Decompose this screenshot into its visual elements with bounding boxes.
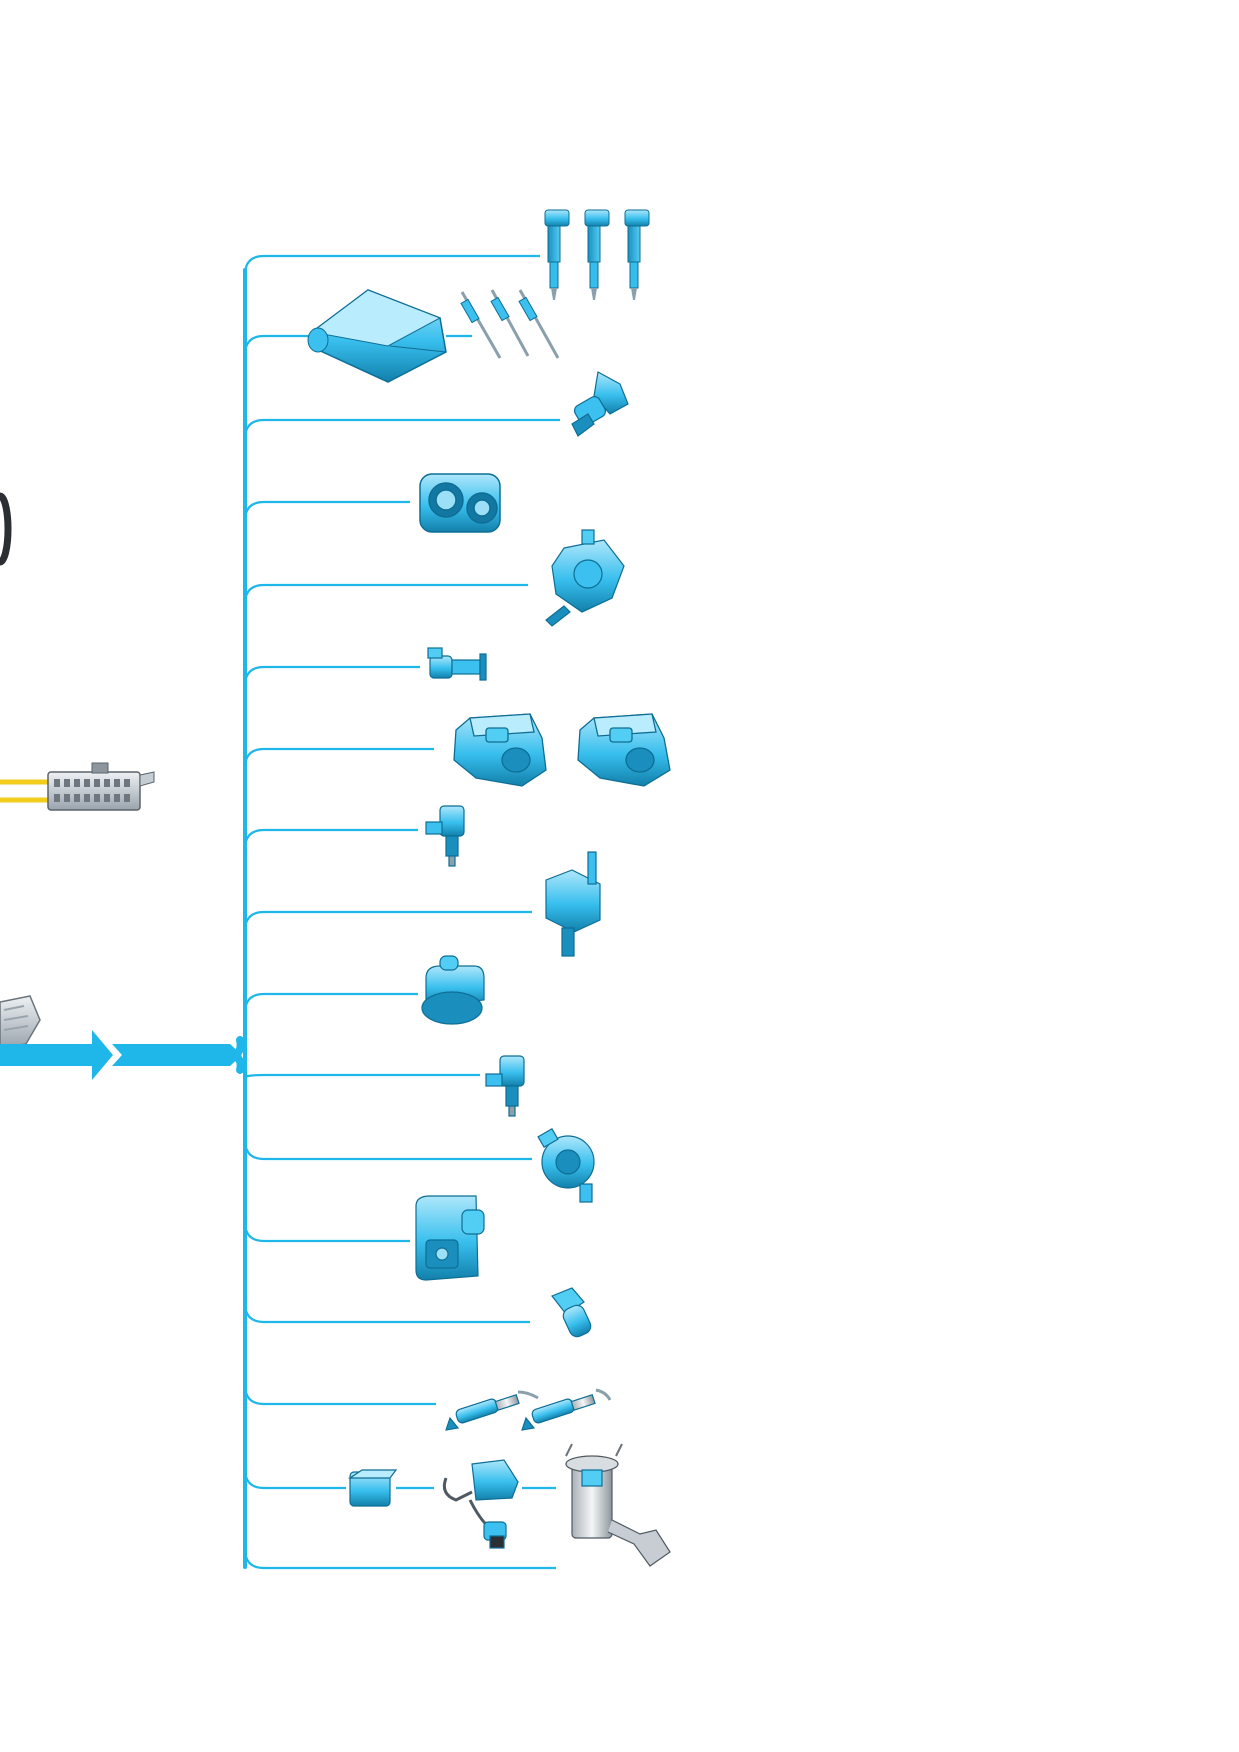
branch-pressure-sensor: [243, 828, 418, 850]
branch-lambda-probes: [243, 1384, 436, 1406]
wiring-trunk: [228, 268, 247, 1569]
camshaft-sensor-icon: [427, 647, 487, 681]
branch-camshaft-sensor: [243, 665, 420, 687]
branch-ecu: [243, 334, 310, 356]
lambda-probe-icon-2: [521, 1388, 612, 1431]
branch-actuator: [243, 992, 418, 1014]
solenoid-valve-icon: [545, 851, 601, 957]
partial-control-unit-icon: [0, 995, 41, 1049]
injector-icon-3: [624, 209, 650, 300]
branch-water-pump: [243, 1139, 532, 1161]
branch-intake-flap: [243, 1221, 410, 1243]
intake-flap-icon: [415, 1195, 485, 1281]
branch-lines: [243, 254, 560, 1570]
branch-temperature-sensor: [243, 1302, 530, 1324]
high-pressure-pump-icon: [545, 529, 625, 627]
fuel-injectors: [544, 209, 650, 300]
branch-high-pressure-pump: [243, 583, 528, 605]
pressure-sensor-icon: [425, 805, 465, 867]
glow-plug-icon-1: [460, 291, 502, 359]
control-module-icon: [442, 1459, 519, 1549]
boost-pressure-sensor-icon: [485, 1055, 525, 1117]
injector-icon-1: [544, 209, 570, 300]
branch-boost-pressure-sensor: [243, 1073, 480, 1079]
branch-crankshaft-sensor: [243, 418, 560, 440]
branch-egr-valves: [243, 747, 434, 769]
throttle-body-icon: [419, 473, 501, 533]
crankshaft-sensor-icon: [571, 371, 629, 437]
egr-valve-icon-1: [453, 713, 547, 787]
injector-icon-2: [584, 209, 610, 300]
actuator-icon: [421, 955, 485, 1025]
branch-solenoid-valve: [243, 910, 532, 932]
relay-icon: [348, 1469, 398, 1507]
temperature-sensor-icon: [551, 1287, 592, 1338]
branch-throttle-body: [243, 500, 410, 522]
ecu-icon: [307, 289, 447, 383]
egr-valve-icon-2: [577, 713, 671, 787]
glow-plugs: [460, 289, 560, 359]
glow-plug-icon-3: [518, 289, 560, 359]
egr-valves: [453, 713, 671, 787]
glow-plug-icon-2: [490, 289, 530, 357]
partial-gauge-icon: [0, 492, 12, 566]
branch-fuel-injectors: [243, 254, 540, 276]
water-pump-icon: [537, 1127, 595, 1203]
branch-relay-module: [243, 1468, 346, 1490]
branch-end-line: [243, 1548, 556, 1570]
lambda-probe-icon-1: [445, 1390, 539, 1431]
diagnostic-connector-icon: [47, 762, 155, 811]
input-arrow-2: [112, 1044, 242, 1066]
fuel-pump-module-icon: [565, 1443, 671, 1567]
input-arrow-1: [0, 1030, 113, 1080]
yellow-wires: [0, 779, 52, 803]
lambda-probes: [445, 1388, 612, 1431]
